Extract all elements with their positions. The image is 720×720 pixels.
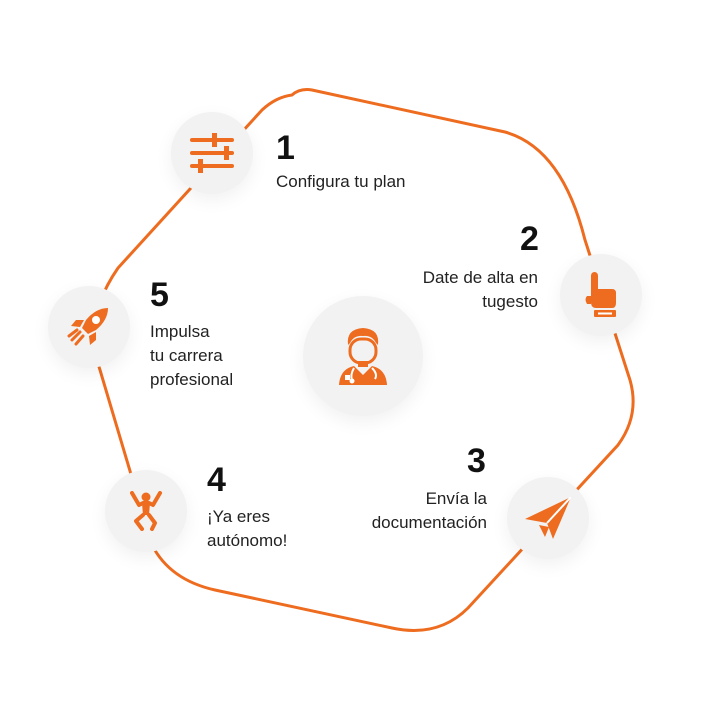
step-5-label: Impulsa tu carrera profesional bbox=[150, 322, 234, 389]
doctor-icon bbox=[339, 328, 387, 385]
step-1-number: 1 bbox=[276, 129, 295, 167]
step-2-circle bbox=[560, 254, 642, 336]
step-4-label: ¡Ya eres autónomo! bbox=[207, 507, 288, 550]
jumping-person-icon bbox=[130, 491, 162, 531]
center-doctor-circle bbox=[303, 296, 423, 416]
step-5-circle bbox=[48, 286, 130, 368]
step-2-label: Date de alta en tugesto bbox=[422, 268, 538, 311]
step-1-label: Configura tu plan bbox=[276, 172, 406, 191]
step-3-number: 3 bbox=[467, 442, 486, 480]
sliders-icon bbox=[190, 133, 234, 173]
step-3-circle bbox=[507, 477, 589, 559]
step-5-number: 5 bbox=[150, 276, 169, 314]
step-1-circle bbox=[171, 112, 253, 194]
paper-plane-icon bbox=[525, 497, 571, 539]
step-3-label: Envía la documentación bbox=[371, 489, 487, 532]
step-2-number: 2 bbox=[520, 220, 539, 258]
step-4-number: 4 bbox=[207, 461, 226, 499]
step-4-circle bbox=[105, 470, 187, 552]
rocket-icon bbox=[67, 308, 108, 346]
pointing-hand-icon bbox=[585, 272, 616, 317]
